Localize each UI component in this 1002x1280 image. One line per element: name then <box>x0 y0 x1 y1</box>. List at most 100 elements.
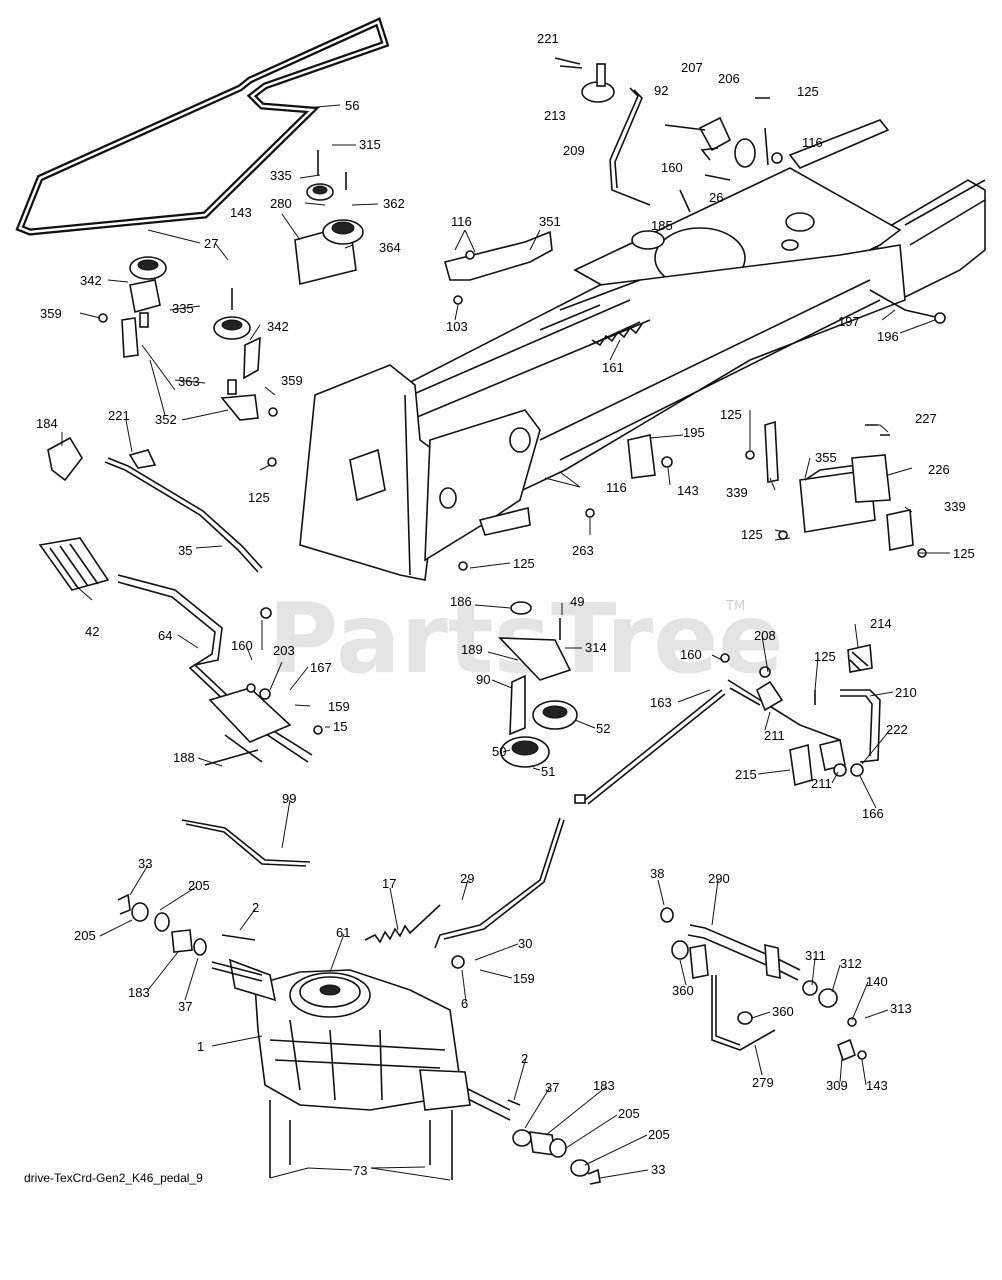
callout-125: 125 <box>720 407 742 422</box>
callout-203: 203 <box>273 643 295 658</box>
right-axle-parts <box>507 1099 601 1185</box>
callout-313: 313 <box>890 1001 912 1016</box>
callout-342: 342 <box>80 273 102 288</box>
callout-359: 359 <box>40 306 62 321</box>
callout-205: 205 <box>648 1127 670 1142</box>
callout-37: 37 <box>178 999 192 1014</box>
callout-314: 314 <box>585 640 607 655</box>
callout-35: 35 <box>178 543 192 558</box>
callout-15: 15 <box>333 719 347 734</box>
callout-189: 189 <box>461 642 483 657</box>
callout-209: 209 <box>563 143 585 158</box>
callout-125: 125 <box>741 527 763 542</box>
callout-160: 160 <box>661 160 683 175</box>
callout-279: 279 <box>752 1075 774 1090</box>
drive-belt <box>15 17 390 236</box>
callout-351: 351 <box>539 214 561 229</box>
callout-33: 33 <box>651 1162 665 1177</box>
callout-339: 339 <box>726 485 748 500</box>
callout-166: 166 <box>862 806 884 821</box>
callout-360: 360 <box>672 983 694 998</box>
callout-211: 211 <box>811 776 832 791</box>
callout-197: 197 <box>838 314 860 329</box>
callout-183: 183 <box>593 1078 615 1093</box>
callout-280: 280 <box>270 196 292 211</box>
callout-311: 311 <box>805 948 826 963</box>
callout-6: 6 <box>461 996 468 1011</box>
callout-163: 163 <box>650 695 672 710</box>
callout-335: 335 <box>270 168 292 183</box>
callout-160: 160 <box>680 647 702 662</box>
callout-221: 221 <box>537 31 559 46</box>
callout-352: 352 <box>155 412 177 427</box>
left-rod-assembly <box>47 436 263 573</box>
callout-359: 359 <box>281 373 303 388</box>
rod-197 <box>869 289 946 324</box>
callout-222: 222 <box>886 722 908 737</box>
callout-1: 1 <box>197 1039 204 1054</box>
callout-339: 339 <box>944 499 966 514</box>
callout-364: 364 <box>379 240 401 255</box>
lever-assembly-290 <box>660 907 867 1062</box>
rod-29 <box>434 817 565 969</box>
callout-27: 27 <box>204 236 218 251</box>
callout-42: 42 <box>85 624 99 639</box>
callout-196: 196 <box>877 329 899 344</box>
callout-125: 125 <box>513 556 535 571</box>
callout-159: 159 <box>513 971 535 986</box>
callout-61: 61 <box>336 925 350 940</box>
callout-51: 51 <box>541 764 555 779</box>
callout-290: 290 <box>708 871 730 886</box>
callout-30: 30 <box>518 936 532 951</box>
watermark-trademark: TM <box>725 599 745 614</box>
callout-160: 160 <box>231 638 253 653</box>
callout-208: 208 <box>754 628 776 643</box>
callout-360: 360 <box>772 1004 794 1019</box>
callout-226: 226 <box>928 462 950 477</box>
callout-213: 213 <box>544 108 566 123</box>
callout-50: 50 <box>492 744 506 759</box>
callout-143: 143 <box>866 1078 888 1093</box>
callout-205: 205 <box>74 928 96 943</box>
callout-125: 125 <box>953 546 975 561</box>
callout-2: 2 <box>252 900 259 915</box>
callout-26: 26 <box>709 190 723 205</box>
center-pulley-bracket <box>498 601 578 768</box>
callout-207: 207 <box>681 60 703 75</box>
callout-2: 2 <box>521 1051 528 1066</box>
callout-221: 221 <box>108 408 130 423</box>
callout-167: 167 <box>310 660 332 675</box>
hand-grip-42 <box>38 537 323 766</box>
callout-214: 214 <box>870 616 892 631</box>
tractor-frame <box>299 119 986 581</box>
brake-pedal-assembly <box>720 644 881 787</box>
callout-206: 206 <box>718 71 740 86</box>
callout-140: 140 <box>866 974 888 989</box>
rod-99 <box>181 819 311 867</box>
callout-49: 49 <box>570 594 584 609</box>
callout-215: 215 <box>735 767 757 782</box>
callout-186: 186 <box>450 594 472 609</box>
callout-labels: 221 213 207 92 206 125 116 209 160 26 18… <box>36 31 975 1178</box>
transaxle <box>211 958 511 1180</box>
shift-lever-assembly <box>554 57 783 213</box>
callout-183: 183 <box>128 985 150 1000</box>
callout-315: 315 <box>359 137 381 152</box>
callout-363: 363 <box>178 374 200 389</box>
callout-309: 309 <box>826 1078 848 1093</box>
callout-184: 184 <box>36 416 58 431</box>
bracket-351 <box>444 230 553 305</box>
callout-92: 92 <box>654 83 668 98</box>
callout-210: 210 <box>895 685 917 700</box>
rod-163 <box>574 689 726 805</box>
callout-205: 205 <box>188 878 210 893</box>
callout-161: 161 <box>602 360 624 375</box>
callout-103: 103 <box>446 319 468 334</box>
callout-195: 195 <box>683 425 705 440</box>
spring-17 <box>364 904 441 944</box>
callout-185: 185 <box>651 218 673 233</box>
callout-38: 38 <box>650 866 664 881</box>
callout-312: 312 <box>840 956 862 971</box>
callout-362: 362 <box>383 196 405 211</box>
